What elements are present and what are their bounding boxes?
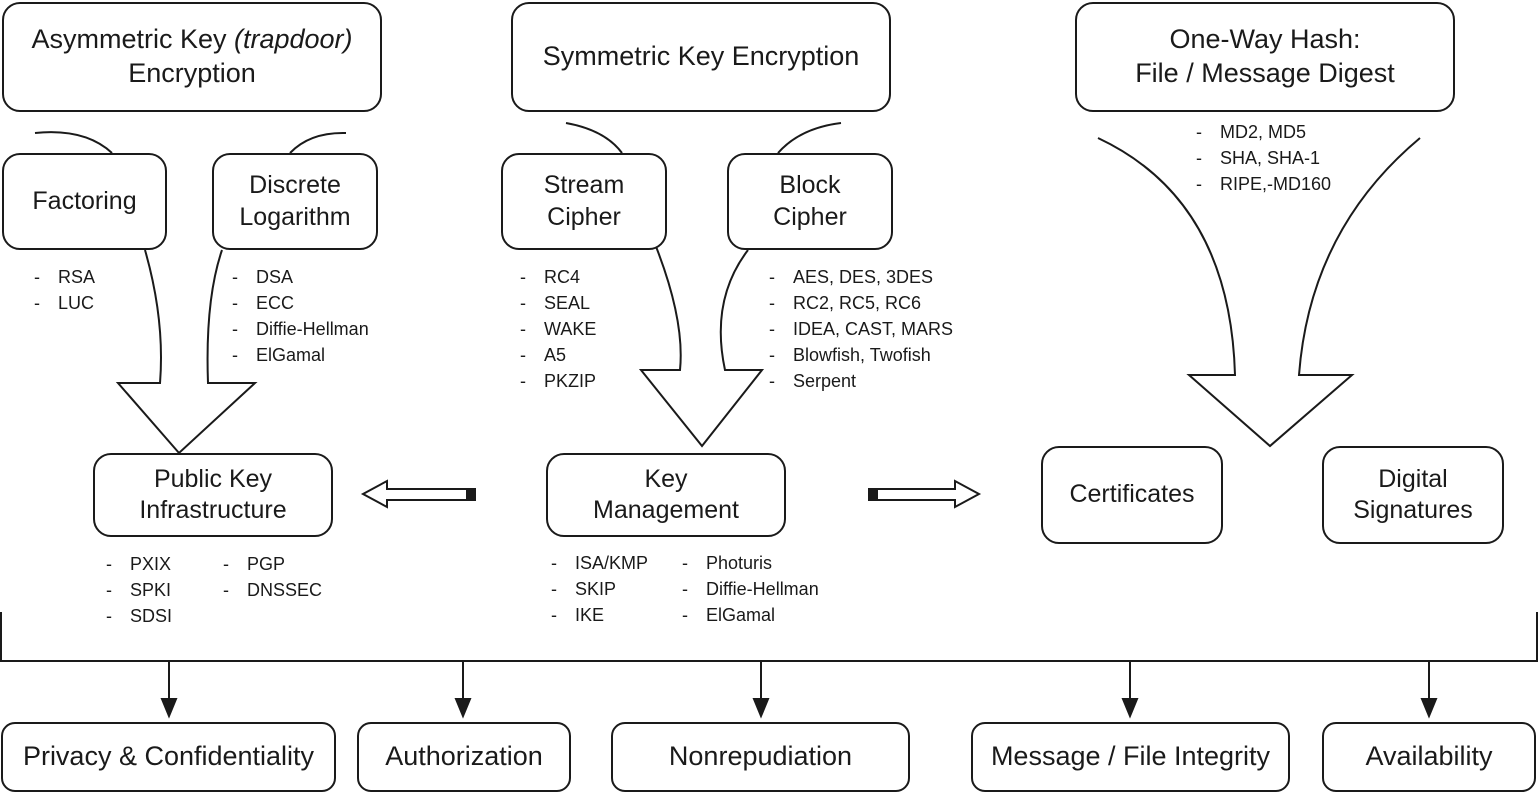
key-mgmt-line2: Management <box>593 496 739 524</box>
list-item: PXIX <box>106 551 172 577</box>
list-item: PGP <box>223 551 322 577</box>
list-item: IKE <box>551 602 648 628</box>
digital-signatures-box: Digital Signatures <box>1322 446 1504 544</box>
arrow-km-to-pki <box>360 479 476 509</box>
arrow-sym-to-km <box>638 243 765 448</box>
list-item: RC4 <box>520 264 596 290</box>
list-item: SPKI <box>106 577 172 603</box>
list-item: RIPE,-MD160 <box>1196 171 1331 197</box>
availability-label: Availability <box>1365 741 1493 772</box>
list-item: Serpent <box>769 368 953 394</box>
availability-box: Availability <box>1322 722 1536 792</box>
one-way-hash-box: One-Way Hash: File / Message Digest <box>1075 2 1455 112</box>
list-item: Diffie-Hellman <box>232 316 369 342</box>
nonrepudiation-label: Nonrepudiation <box>668 741 853 772</box>
list-item: ECC <box>232 290 369 316</box>
arrow-hash-to-certs <box>1097 137 1421 448</box>
list-item: AES, DES, 3DES <box>769 264 953 290</box>
pki-list-col1: PXIX SPKI SDSI <box>106 551 172 629</box>
block-cipher-line1: Block <box>779 171 841 200</box>
list-item: SDSI <box>106 603 172 629</box>
list-item: MD2, MD5 <box>1196 119 1331 145</box>
discrete-log-line1: Discrete <box>249 171 341 200</box>
stream-cipher-line1: Stream <box>543 171 625 200</box>
digital-signatures-line1: Digital <box>1378 464 1448 493</box>
digital-signatures-line2: Signatures <box>1353 496 1473 524</box>
list-item: ElGamal <box>232 342 369 368</box>
list-item: SKIP <box>551 576 648 602</box>
authorization-box: Authorization <box>357 722 571 792</box>
connector-sym-stream <box>565 122 623 154</box>
connector-sym-block <box>777 122 842 154</box>
stream-cipher-line2: Cipher <box>547 202 621 231</box>
bottom-bracket <box>0 612 1538 662</box>
list-item: DNSSEC <box>223 577 322 603</box>
list-item: ElGamal <box>682 602 819 628</box>
stream-cipher-list: RC4 SEAL WAKE A5 PKZIP <box>520 264 596 394</box>
discrete-logarithm-box: Discrete Logarithm <box>212 153 378 250</box>
asymmetric-title-line2: Encryption <box>128 58 256 88</box>
pki-line2: Infrastructure <box>139 496 287 524</box>
privacy-confidentiality-box: Privacy & Confidentiality <box>1 722 336 792</box>
km-list-col1: ISA/KMP SKIP IKE <box>551 550 648 628</box>
nonrepudiation-box: Nonrepudiation <box>611 722 910 792</box>
asymmetric-key-encryption-box: Asymmetric Key (trapdoor) Encryption <box>2 2 382 112</box>
block-cipher-list: AES, DES, 3DES RC2, RC5, RC6 IDEA, CAST,… <box>769 264 953 394</box>
hash-algorithms-list: MD2, MD5 SHA, SHA-1 RIPE,-MD160 <box>1196 119 1331 197</box>
list-item: IDEA, CAST, MARS <box>769 316 953 342</box>
asymmetric-title-text: Asymmetric Key <box>31 24 234 55</box>
message-file-integrity-box: Message / File Integrity <box>971 722 1290 792</box>
list-item: Diffie-Hellman <box>682 576 819 602</box>
pki-line1: Public Key <box>153 464 273 493</box>
discrete-log-line2: Logarithm <box>239 202 351 231</box>
symmetric-key-encryption-box: Symmetric Key Encryption <box>511 2 891 112</box>
factoring-box: Factoring <box>2 153 167 250</box>
asymmetric-title-italic: (trapdoor) <box>233 24 353 55</box>
list-item: DSA <box>232 264 369 290</box>
factoring-label: Factoring <box>32 186 137 215</box>
pki-list-col2: PGP DNSSEC <box>223 551 322 603</box>
list-item: RSA <box>34 264 95 290</box>
hash-title-line1: One-Way Hash: <box>1169 24 1361 55</box>
authorization-label: Authorization <box>385 741 543 772</box>
list-item: LUC <box>34 290 95 316</box>
km-list-col2: Photuris Diffie-Hellman ElGamal <box>682 550 819 628</box>
list-item: SHA, SHA-1 <box>1196 145 1331 171</box>
list-item: ISA/KMP <box>551 550 648 576</box>
asymmetric-title-line1: Asymmetric Key (trapdoor) <box>31 23 352 57</box>
discrete-log-list: DSA ECC Diffie-Hellman ElGamal <box>232 264 369 368</box>
arrow-km-to-certs <box>868 479 982 509</box>
factoring-list: RSA LUC <box>34 264 95 316</box>
certificates-box: Certificates <box>1041 446 1223 544</box>
hash-title-line2: File / Message Digest <box>1135 58 1395 88</box>
list-item: SEAL <box>520 290 596 316</box>
down-arrows <box>160 661 1438 719</box>
connector-asym-factoring <box>34 131 113 154</box>
list-item: Blowfish, Twofish <box>769 342 953 368</box>
block-cipher-box: Block Cipher <box>727 153 893 250</box>
list-item: A5 <box>520 342 596 368</box>
list-item: WAKE <box>520 316 596 342</box>
privacy-label: Privacy & Confidentiality <box>22 741 315 772</box>
certificates-label: Certificates <box>1069 480 1195 509</box>
block-cipher-line2: Cipher <box>773 202 847 231</box>
public-key-infrastructure-box: Public Key Infrastructure <box>93 453 333 537</box>
connector-asym-discrete <box>289 131 347 154</box>
key-management-box: Key Management <box>546 453 786 537</box>
list-item: PKZIP <box>520 368 596 394</box>
symmetric-title: Symmetric Key Encryption <box>542 41 860 72</box>
key-mgmt-line1: Key <box>644 464 688 493</box>
list-item: Photuris <box>682 550 819 576</box>
list-item: RC2, RC5, RC6 <box>769 290 953 316</box>
stream-cipher-box: Stream Cipher <box>501 153 667 250</box>
integrity-label: Message / File Integrity <box>990 741 1271 772</box>
